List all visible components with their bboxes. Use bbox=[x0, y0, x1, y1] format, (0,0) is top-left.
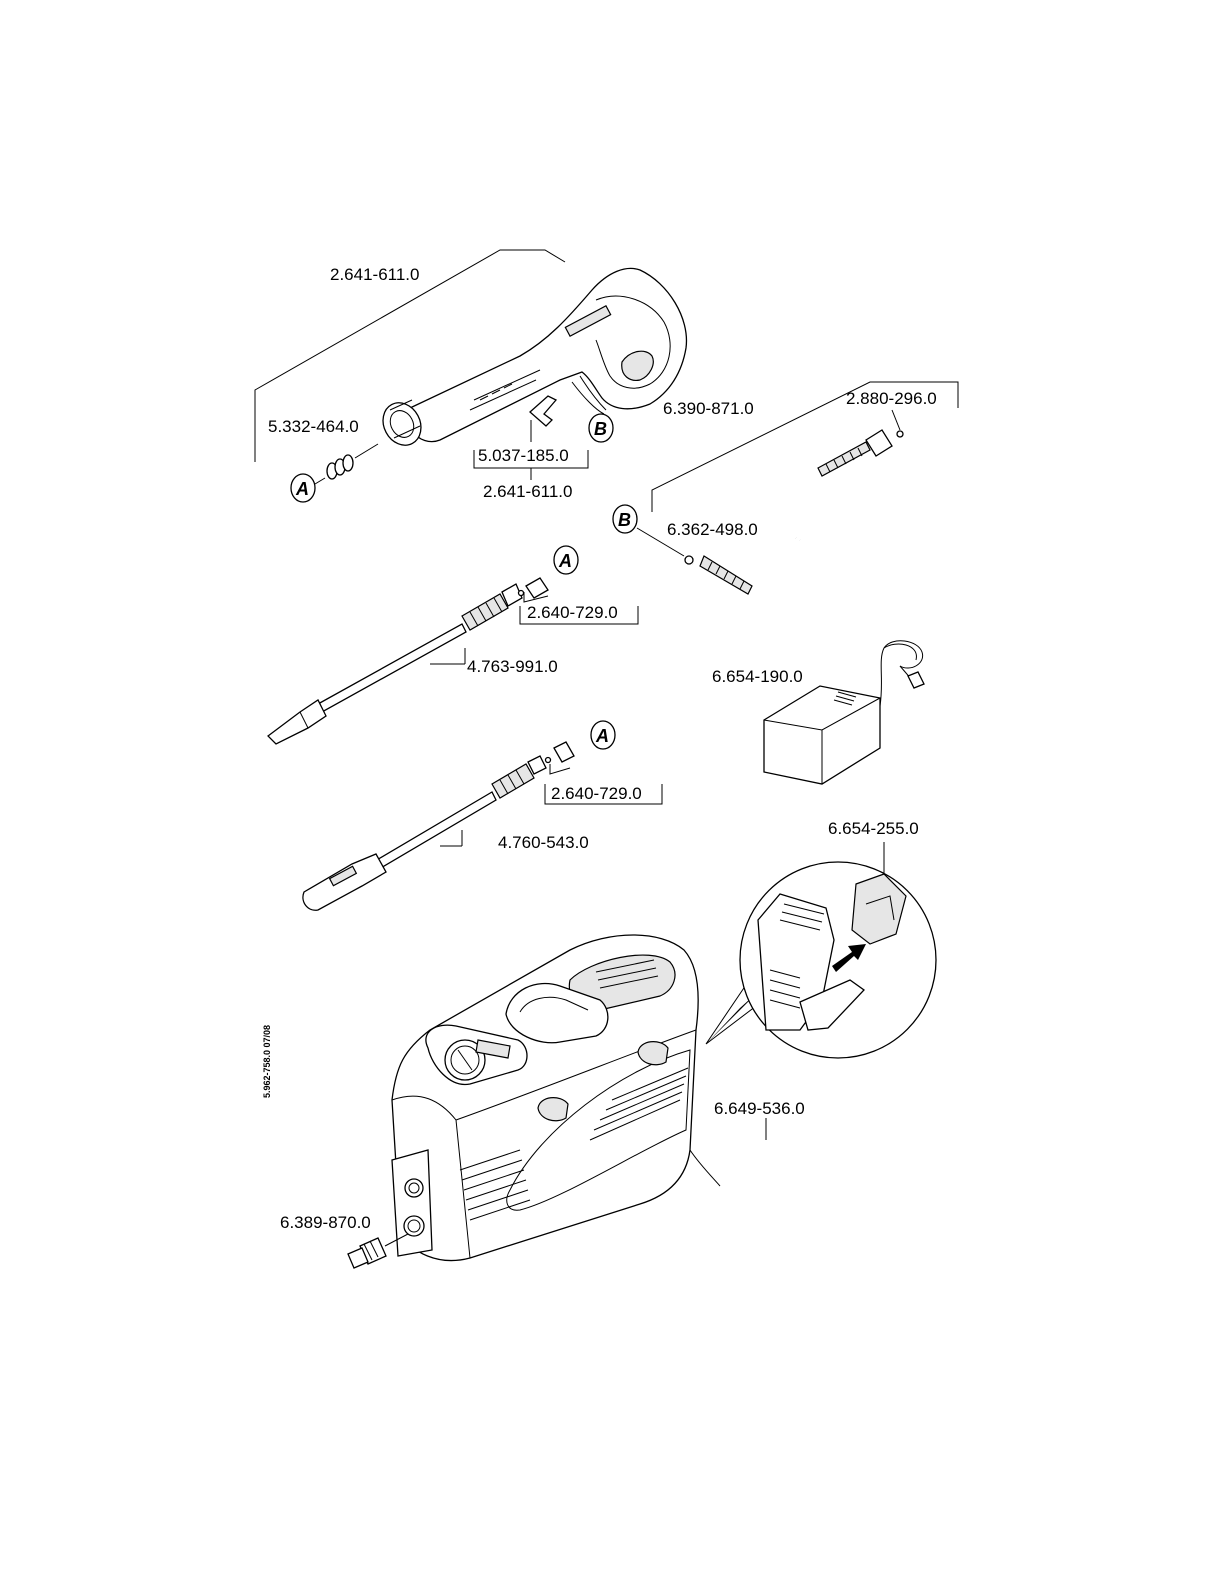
spray-gun-drawing bbox=[382, 267, 688, 446]
gun-part-number-bottom: 2.641-611.0 bbox=[483, 482, 572, 501]
marker-a-lance-1: A bbox=[553, 545, 579, 575]
hose-drawing bbox=[684, 429, 904, 601]
nozzle-set-1-part-number: 2.640-729.0 bbox=[527, 603, 618, 622]
hose-oring-part-number: 2.880-296.0 bbox=[846, 389, 937, 408]
svg-text:A: A bbox=[595, 726, 609, 746]
coupling-drawing bbox=[347, 1237, 387, 1269]
lance-1-drawing bbox=[267, 577, 549, 745]
pressure-washer-body bbox=[391, 934, 699, 1262]
coupling-part-number: 6.389-870.0 bbox=[280, 1213, 371, 1232]
swivel-nut-drawing bbox=[326, 454, 354, 480]
lance-1-part-number: 4.763-991.0 bbox=[467, 657, 558, 676]
trigger-lock-part-number: 5.037-185.0 bbox=[478, 446, 569, 465]
gun-part-number-top: 2.641-611.0 bbox=[330, 265, 419, 284]
battery-detail-callout bbox=[705, 861, 937, 1059]
swivel-nut-part-number: 5.332-464.0 bbox=[268, 417, 359, 436]
power-cord-drawing bbox=[689, 1136, 802, 1200]
nozzle-set-2-part-number: 2.640-729.0 bbox=[551, 784, 642, 803]
charger-drawing bbox=[763, 640, 925, 785]
svg-text:A: A bbox=[295, 479, 309, 499]
cord-part-number: 6.649-536.0 bbox=[714, 1099, 805, 1118]
charger-part-number: 6.654-190.0 bbox=[712, 667, 803, 686]
document-number: 5.962-758.0 07/08 bbox=[262, 1025, 272, 1098]
hose-part-number: 6.390-871.0 bbox=[663, 399, 754, 418]
lance-2-part-number: 4.760-543.0 bbox=[498, 833, 589, 852]
lance-2-drawing bbox=[302, 741, 575, 911]
svg-text:B: B bbox=[618, 510, 631, 530]
marker-a-lance-2: A bbox=[590, 720, 616, 750]
connector-oring-part-number: 6.362-498.0 bbox=[667, 520, 758, 539]
marker-a-gun: A bbox=[290, 473, 316, 503]
marker-b-hose: B bbox=[612, 504, 638, 534]
battery-part-number: 6.654-255.0 bbox=[828, 819, 919, 838]
svg-text:B: B bbox=[594, 419, 607, 439]
marker-b-gun: B bbox=[588, 413, 614, 443]
svg-text:A: A bbox=[558, 551, 572, 571]
